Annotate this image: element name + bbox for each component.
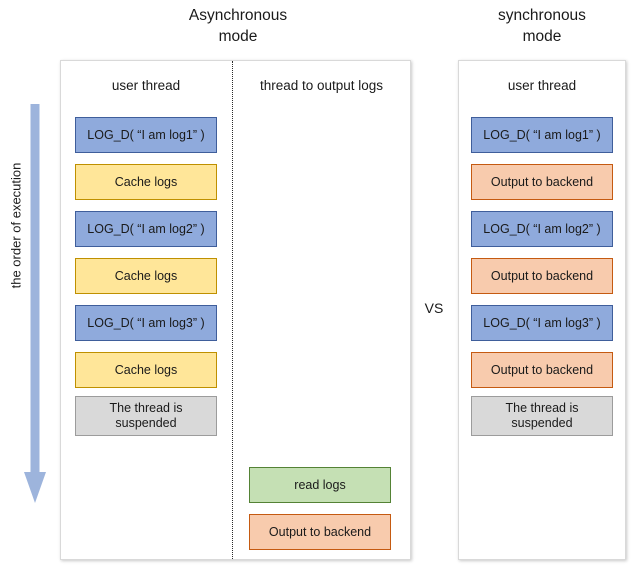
- asynchronous-mode-title: Asynchronous mode: [188, 7, 288, 45]
- thread-divider: [232, 61, 233, 559]
- async-user-thread-header: user thread: [111, 78, 181, 93]
- sync-user-thread-header: user thread: [507, 78, 577, 93]
- synchronous-mode-title: synchronous mode: [498, 7, 586, 45]
- sync-step-log-d-3[interactable]: LOG_D( “I am log3” ): [471, 305, 613, 341]
- async-step-output-to-backend[interactable]: Output to backend: [249, 514, 391, 550]
- vs-label: VS: [424, 300, 444, 316]
- async-step-log-d-1[interactable]: LOG_D( “I am log1” ): [75, 117, 217, 153]
- sync-step-output-to-backend-1[interactable]: Output to backend: [471, 164, 613, 200]
- async-step-cache-logs-1[interactable]: Cache logs: [75, 164, 217, 200]
- sync-step-log-d-2[interactable]: LOG_D( “I am log2” ): [471, 211, 613, 247]
- async-step-cache-logs-3[interactable]: Cache logs: [75, 352, 217, 388]
- async-step-log-d-2[interactable]: LOG_D( “I am log2” ): [75, 211, 217, 247]
- async-step-thread-suspended[interactable]: The thread is suspended: [75, 396, 217, 436]
- async-step-read-logs[interactable]: read logs: [249, 467, 391, 503]
- order-of-execution-label: the order of execution: [8, 162, 24, 289]
- down-arrow-icon: [24, 104, 46, 503]
- sync-step-output-to-backend-3[interactable]: Output to backend: [471, 352, 613, 388]
- async-step-cache-logs-2[interactable]: Cache logs: [75, 258, 217, 294]
- sync-step-log-d-1[interactable]: LOG_D( “I am log1” ): [471, 117, 613, 153]
- order-of-execution-arrow: [20, 104, 50, 504]
- async-step-log-d-3[interactable]: LOG_D( “I am log3” ): [75, 305, 217, 341]
- sync-step-output-to-backend-2[interactable]: Output to backend: [471, 258, 613, 294]
- sync-step-thread-suspended[interactable]: The thread is suspended: [471, 396, 613, 436]
- async-output-thread-header: thread to output logs: [259, 78, 384, 93]
